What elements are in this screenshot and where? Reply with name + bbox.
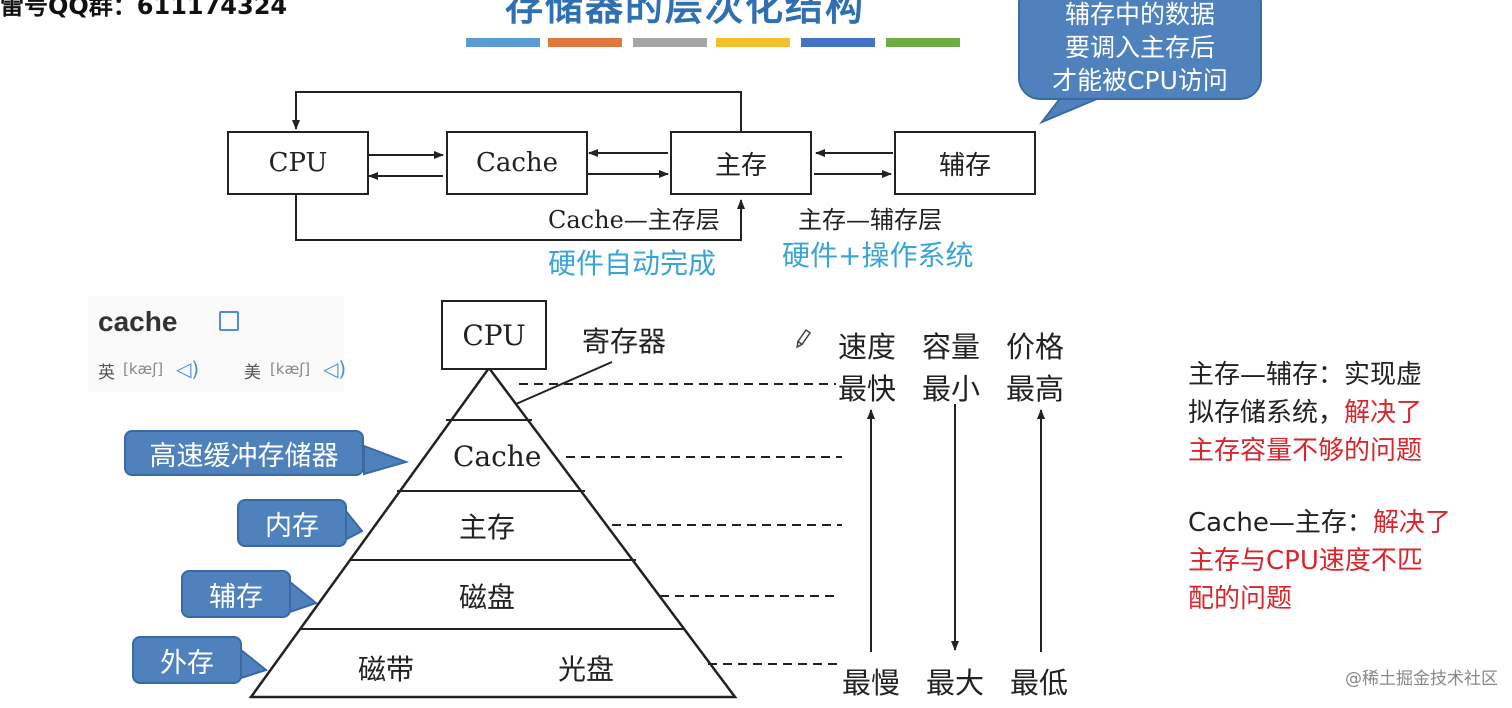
- note-highlight: 解决了: [1344, 398, 1423, 428]
- stripe: [801, 38, 875, 47]
- note-line: 配的问题: [1188, 584, 1293, 614]
- cache-main-layer-label: Cache—主存层: [548, 206, 720, 234]
- aux-memory-tag-label: 辅存: [209, 581, 263, 613]
- tag-tail: [289, 579, 319, 614]
- capacity-header: 容量: [922, 330, 981, 364]
- flow-cpu-label: CPU: [268, 148, 328, 178]
- capacity-bottom: 最大: [926, 666, 985, 700]
- watermark: @稀土掘金技术社区: [1345, 669, 1498, 689]
- callout-line: 才能被CPU访问: [1052, 66, 1228, 95]
- pyramid-disk-label: 磁盘: [459, 581, 516, 614]
- pyramid-cache-label: Cache: [453, 440, 542, 473]
- main-aux-layer-label: 主存—辅存层: [798, 206, 942, 234]
- price-header: 价格: [1006, 330, 1065, 364]
- dictionary-panel: [88, 296, 344, 392]
- pyramid-main-label: 主存: [459, 511, 516, 544]
- speaker-icon[interactable]: ◁): [176, 357, 200, 381]
- external-memory-tag: 外存: [132, 636, 242, 684]
- stripe: [633, 38, 707, 47]
- speed-bottom: 最慢: [842, 666, 901, 700]
- price-top: 最高: [1006, 372, 1065, 406]
- uk-phonetic: [kæʃ]: [123, 360, 164, 378]
- internal-memory-tag: 内存: [237, 499, 347, 547]
- note-line: Cache—主存：解决了: [1188, 504, 1451, 542]
- pencil-icon: [796, 328, 812, 349]
- callout-line: 辅存中的数据: [1064, 0, 1215, 29]
- flow-aux-label: 辅存: [938, 150, 991, 181]
- aux-memory-tag: 辅存: [181, 570, 291, 618]
- note-cache-main: Cache—主存：解决了 主存与CPU速度不匹 配的问题: [1188, 504, 1451, 618]
- uk-label: 英: [98, 363, 115, 383]
- flow-cache-box: Cache: [446, 131, 588, 195]
- note-line: 主存—辅存：实现虚: [1188, 360, 1423, 390]
- cache-tag: 高速缓冲存储器: [124, 430, 364, 476]
- note-text: Cache—主存：: [1188, 508, 1373, 538]
- us-label: 美: [244, 363, 261, 383]
- pyramid-tape-label: 磁带: [358, 653, 415, 686]
- loop-bottom-line: [295, 193, 745, 241]
- flow-main-label: 主存: [714, 150, 767, 181]
- tag-tail: [240, 647, 269, 680]
- pyramid-outline: [248, 365, 738, 699]
- bookmark-icon[interactable]: [219, 311, 239, 331]
- external-memory-tag-label: 外存: [160, 647, 214, 679]
- price-bottom: 最低: [1010, 666, 1069, 700]
- stripe: [886, 38, 960, 47]
- flow-cpu-box: CPU: [227, 131, 369, 195]
- note-line: 主存容量不够的问题: [1188, 436, 1423, 466]
- callout-line: 要调入主存后: [1064, 33, 1215, 62]
- note-highlight: 解决了: [1372, 508, 1451, 538]
- flow-aux-box: 辅存: [894, 131, 1036, 195]
- stripe: [716, 38, 790, 47]
- flow-cache-label: Cache: [475, 148, 559, 178]
- loop-top-line: [292, 91, 742, 134]
- stripe: [548, 38, 622, 47]
- cache-tag-label: 高速缓冲存储器: [149, 440, 339, 472]
- callout-bubble: 辅存中的数据 要调入主存后 才能被CPU访问: [1018, 0, 1262, 100]
- flow-main-box: 主存: [670, 131, 812, 195]
- qq-group-text: 雷号QQ群：611174324: [0, 0, 288, 20]
- us-phonetic: [kæʃ]: [270, 360, 311, 378]
- pyramid-optical-label: 光盘: [558, 653, 615, 686]
- page-title: 存储器的层次化结构: [505, 0, 866, 29]
- hardware-auto-note: 硬件自动完成: [548, 247, 717, 280]
- speed-header: 速度: [838, 330, 897, 364]
- hardware-os-note: 硬件+操作系统: [782, 239, 974, 272]
- register-label: 寄存器: [582, 325, 667, 358]
- note-text: 拟存储系统，: [1188, 398, 1345, 428]
- pyramid-cpu-box: CPU: [441, 300, 547, 370]
- speaker-icon[interactable]: ◁): [323, 357, 347, 381]
- tag-tail: [363, 444, 410, 476]
- note-line: 拟存储系统，解决了: [1188, 394, 1422, 432]
- stripe: [466, 38, 540, 47]
- speed-top: 最快: [838, 372, 897, 406]
- note-line: 主存与CPU速度不匹: [1188, 546, 1423, 576]
- internal-memory-tag-label: 内存: [265, 510, 319, 542]
- tag-tail: [344, 507, 364, 542]
- dictionary-word: cache: [98, 306, 178, 337]
- capacity-top: 最小: [922, 372, 981, 406]
- pyramid-cpu-label: CPU: [462, 318, 526, 352]
- note-main-aux: 主存—辅存：实现虚 拟存储系统，解决了 主存容量不够的问题: [1188, 356, 1422, 470]
